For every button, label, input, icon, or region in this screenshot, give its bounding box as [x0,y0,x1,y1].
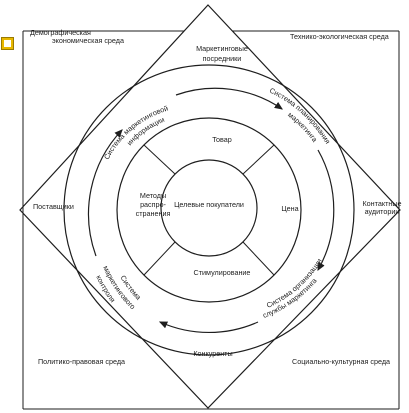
center-target-customers: Целевые покупатели [174,200,244,209]
mix-product: Товар [212,135,232,144]
mix-distribution-line1: Методы [140,191,166,200]
system-planning-line1: Система планирования [268,86,332,146]
mix-distribution-line3: странения [136,209,171,218]
env-social-cultural: Социально-культурная среда [292,357,390,366]
divider-sw [143,241,176,276]
arrow-top [175,87,283,110]
actor-contact-line2: аудитории [365,207,400,216]
divider-ne [242,144,275,175]
divider-se [242,241,275,276]
outer-circle [63,64,355,356]
mix-price: Цена [281,204,298,213]
divider-nw [143,144,176,175]
corner-marker-icon [1,37,14,50]
inner-circle [160,159,258,257]
env-demographic-line2: экономическая среда [52,36,124,45]
actor-intermediaries-line2: посредники [203,54,242,63]
actor-competitors: Конкуренты [193,349,232,358]
env-technical-ecological: Технико-экологическая среда [290,32,389,41]
arrow-bottom [158,321,259,334]
actor-contact-line1: Контактные [362,199,401,208]
mix-distribution-line2: распро- [140,200,166,209]
arrow-left [87,129,123,257]
mix-promotion: Стимулирование [194,268,251,277]
middle-circle [116,117,302,303]
arrow-right [317,149,335,272]
actor-intermediaries-line1: Маркетинговые [196,44,248,53]
env-demographic-line1: Демографическая [30,28,91,37]
market-rhombus [19,4,401,409]
actor-suppliers: Поставщики [33,202,74,211]
env-political-legal: Политико-правовая среда [38,357,125,366]
